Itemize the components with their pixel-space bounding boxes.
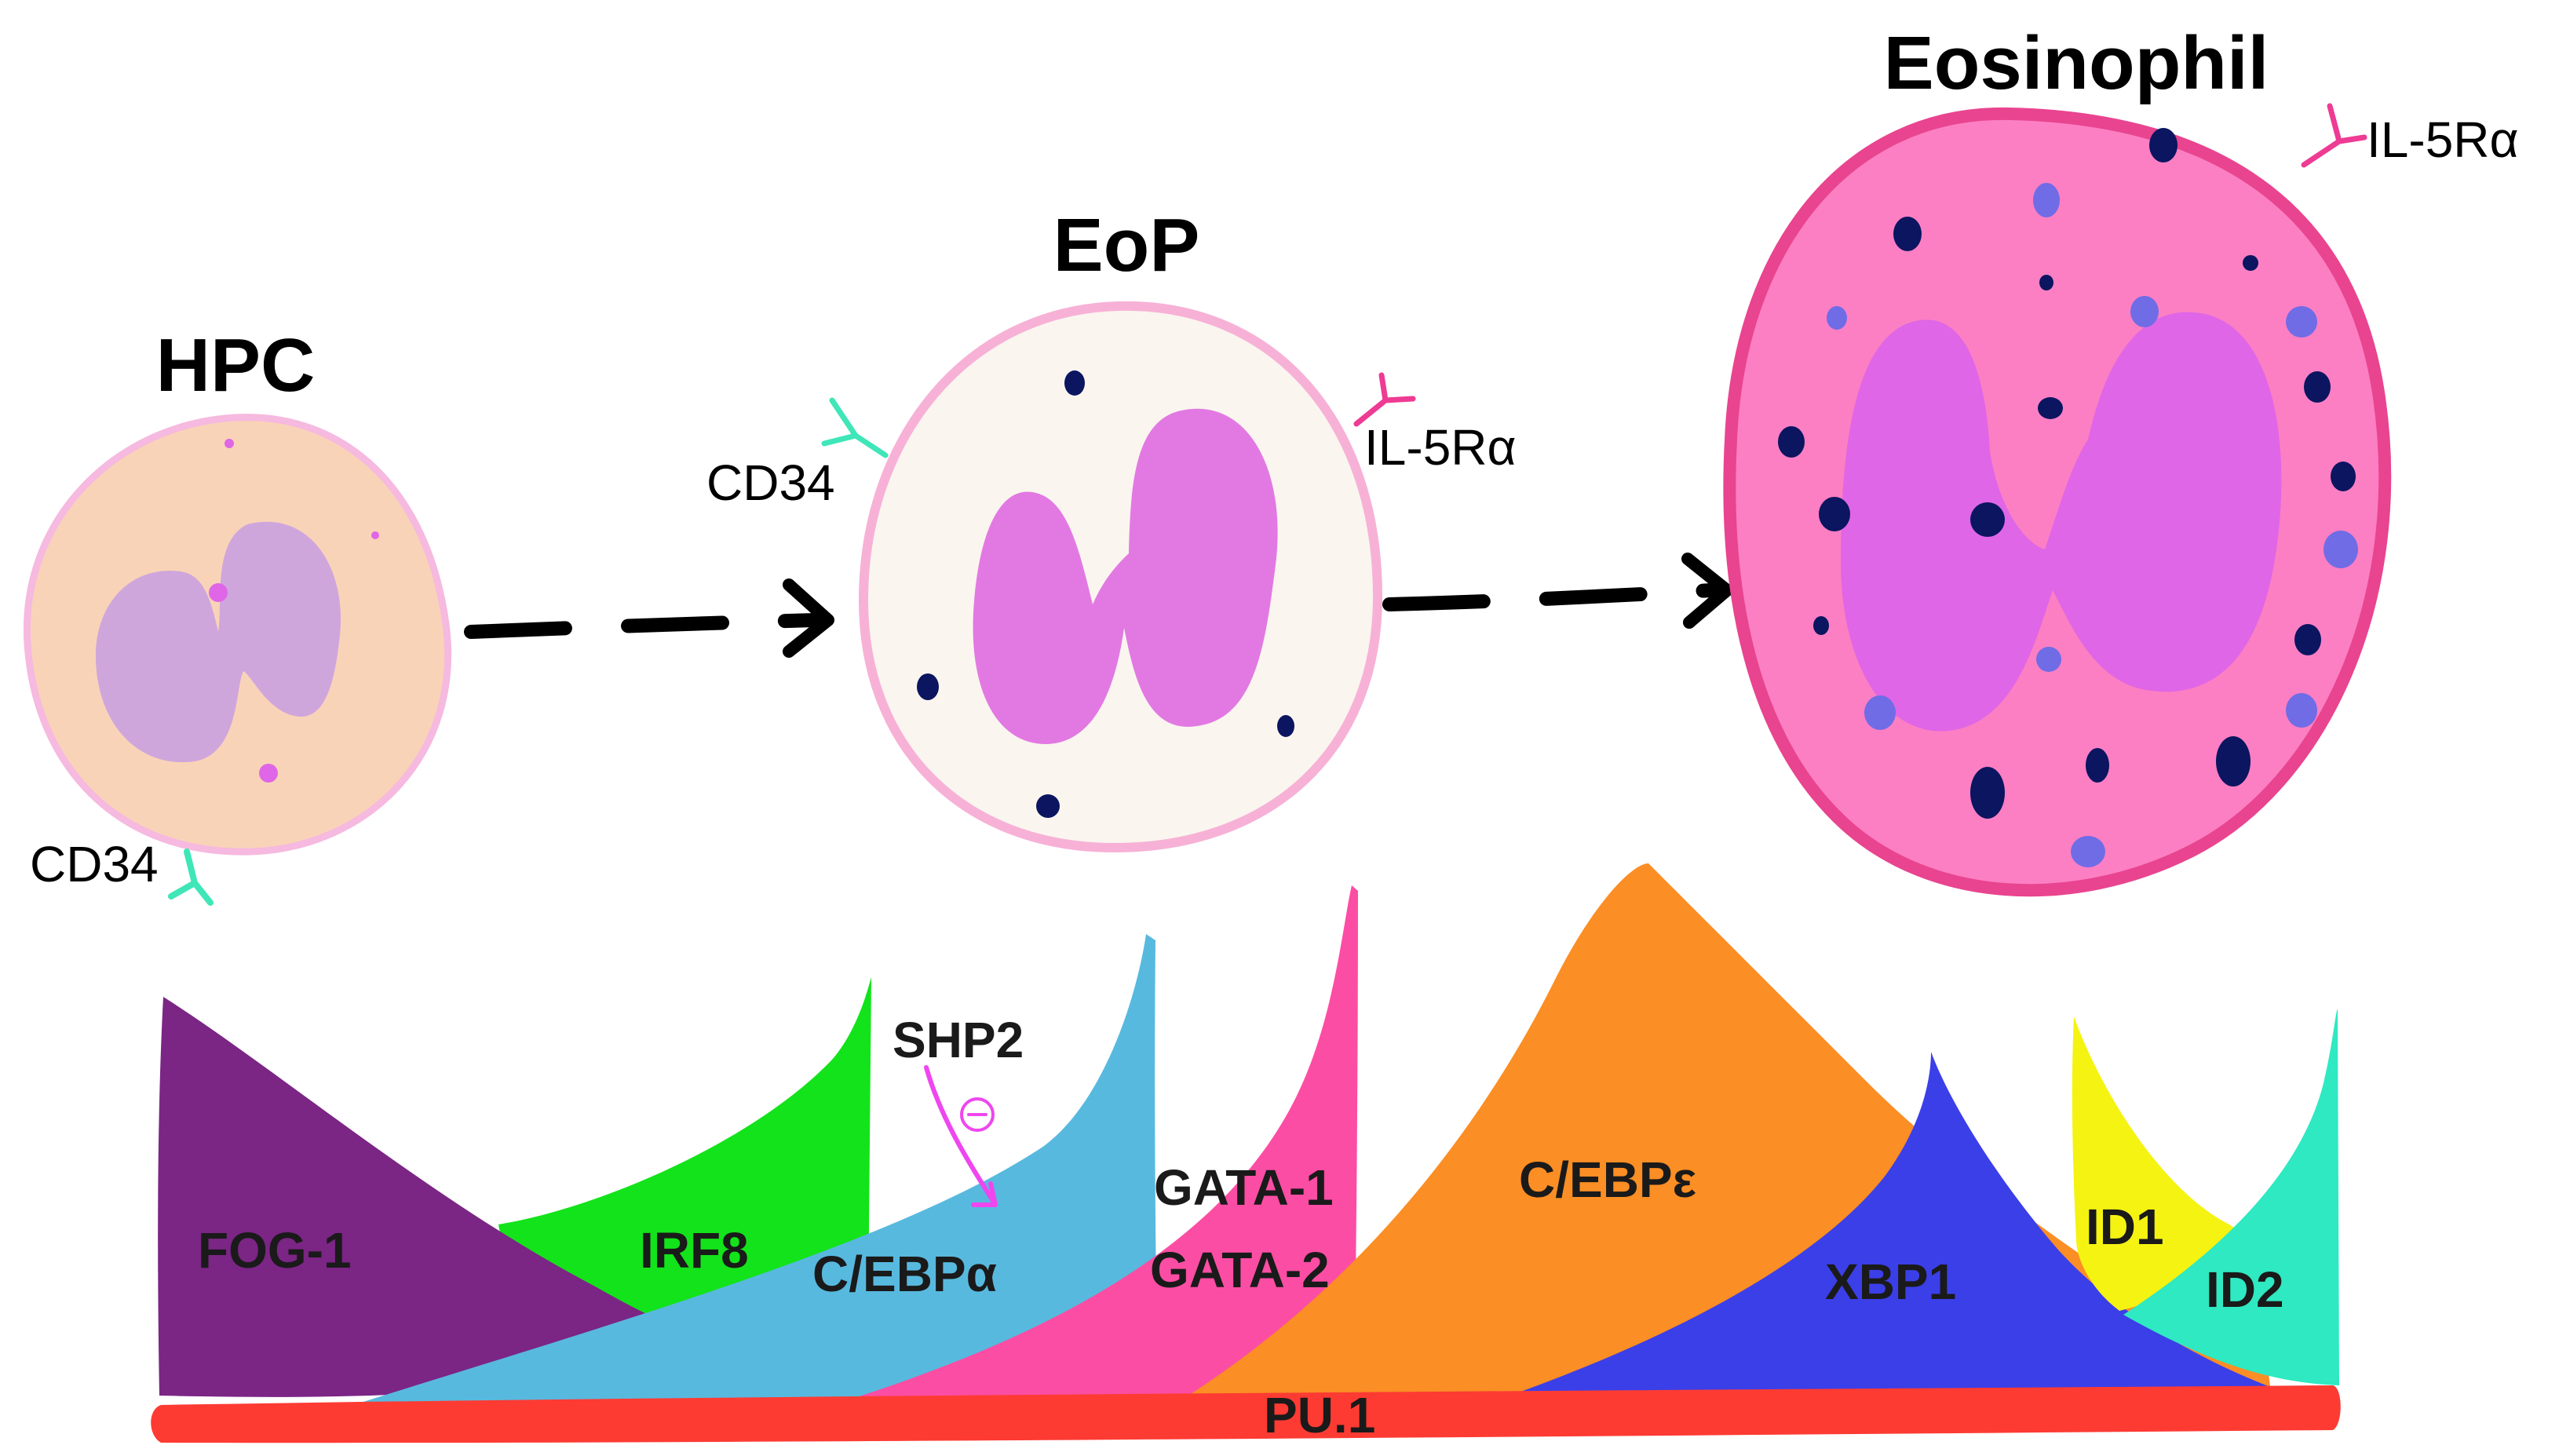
- id1-label: ID1: [2086, 1199, 2164, 1255]
- eosinophil-il5r-receptor-icon: [2301, 103, 2367, 168]
- eosinophil-granule: [1819, 497, 1850, 531]
- hpc-granule: [225, 439, 234, 448]
- eosinophil-granule: [2243, 255, 2258, 271]
- eosinophil-granule-light: [2033, 183, 2060, 217]
- hpc-granule: [371, 531, 379, 539]
- eosinophil-cell: Eosinophil IL-5Rα: [1723, 21, 2519, 897]
- eop-granule: [1064, 370, 1085, 396]
- shp2-label: SHP2: [893, 1012, 1024, 1068]
- hpc-granule: [259, 764, 278, 783]
- eosinophil-granule-light: [2036, 647, 2061, 672]
- eop-il5r-label: IL-5Rα: [1364, 419, 1517, 476]
- dashed-arrow-line: [1382, 583, 1718, 611]
- eosinophil-granule-light: [2286, 693, 2317, 728]
- pu1-label: PU.1: [1264, 1387, 1375, 1443]
- cebpa-profile: [353, 934, 1158, 1405]
- eosinophil-granule: [1778, 426, 1805, 458]
- eosinophil-granule: [2086, 748, 2109, 783]
- eosinophil-granule: [2331, 462, 2356, 491]
- eosinophil-granule: [2038, 397, 2063, 419]
- eosinophil-granule: [1970, 502, 2005, 537]
- eosinophil-granule: [1893, 217, 1922, 251]
- eosinophil-granule: [1813, 616, 1829, 635]
- eop-cell: EoP CD34 IL-5Rα: [706, 203, 1517, 853]
- gata-profile: [832, 885, 1358, 1405]
- hpc-granule: [209, 583, 228, 602]
- eosinophil-granule-light: [1864, 695, 1896, 730]
- hpc-cell: HPC CD34: [23, 323, 452, 906]
- eosinophil-granule-light: [2130, 296, 2159, 327]
- eop-cd34-receptor-icon: [821, 397, 889, 458]
- hpc-nucleus: [95, 521, 341, 763]
- hpc-cd34-receptor-icon: [168, 848, 214, 906]
- hpc-cd34-label: CD34: [30, 836, 159, 892]
- fog1-label: FOG-1: [198, 1222, 352, 1279]
- xbp1-profile: [1484, 1052, 2280, 1405]
- eosinophil-granule-light: [2324, 531, 2358, 568]
- eosinophil-granule: [2149, 128, 2178, 162]
- eop-il5r-receptor-icon: [1353, 372, 1416, 427]
- eop-title: EoP: [1053, 203, 1200, 287]
- arrow-eop-to-eosinophil: [1382, 553, 1733, 629]
- eop-cd34-label: CD34: [706, 454, 835, 511]
- arrow-head-icon: [1681, 553, 1733, 629]
- eosinophil-granule: [1970, 767, 2005, 819]
- eop-granule: [1036, 794, 1060, 818]
- eosinophil-granule-light: [2071, 836, 2105, 867]
- shp2-arrow-head-icon: [971, 1181, 998, 1207]
- eosinophil-granule: [2216, 736, 2251, 786]
- transcription-factor-profiles: FOG-1 IRF8 SHP2 C/EBPα GATA-1 GATA-2 C/E…: [151, 863, 2341, 1443]
- eosinophil-granule-light: [2286, 306, 2317, 338]
- eosinophil-il5r-label: IL-5Rα: [2367, 111, 2519, 168]
- eop-granule: [917, 673, 939, 700]
- arrow-hpc-to-eop: [464, 578, 834, 658]
- dashed-arrow-line: [464, 613, 823, 639]
- irf8-label: IRF8: [640, 1222, 749, 1279]
- pu1-bar: [151, 1385, 2341, 1443]
- eop-nucleus: [973, 408, 1278, 745]
- shp2-inhibition-arrow: [924, 1065, 995, 1203]
- shp2-minus-sign-icon: [960, 1097, 995, 1132]
- eosinophil-granule: [2304, 371, 2331, 403]
- eosinophil-granule-light: [1827, 306, 1847, 330]
- cebpa-label: C/EBPα: [812, 1246, 997, 1302]
- arrow-head-icon: [783, 578, 834, 658]
- eosinophil-nucleus: [1841, 312, 2282, 732]
- eosinophil-granule: [2039, 275, 2053, 290]
- cebpe-label: C/EBPε: [1519, 1151, 1696, 1208]
- eosinophil-granule: [2294, 624, 2321, 655]
- gata1-label: GATA-1: [1154, 1159, 1334, 1216]
- id2-profile: [2123, 1009, 2339, 1385]
- hpc-title: HPC: [156, 323, 316, 407]
- gata2-label: GATA-2: [1150, 1242, 1330, 1298]
- eosinophil-title: Eosinophil: [1884, 21, 2269, 105]
- xbp1-label: XBP1: [1825, 1253, 1956, 1310]
- eop-granule: [1277, 715, 1294, 737]
- fog1-profile: [158, 997, 707, 1397]
- id1-profile: [2072, 1016, 2265, 1311]
- id2-label: ID2: [2206, 1261, 2284, 1318]
